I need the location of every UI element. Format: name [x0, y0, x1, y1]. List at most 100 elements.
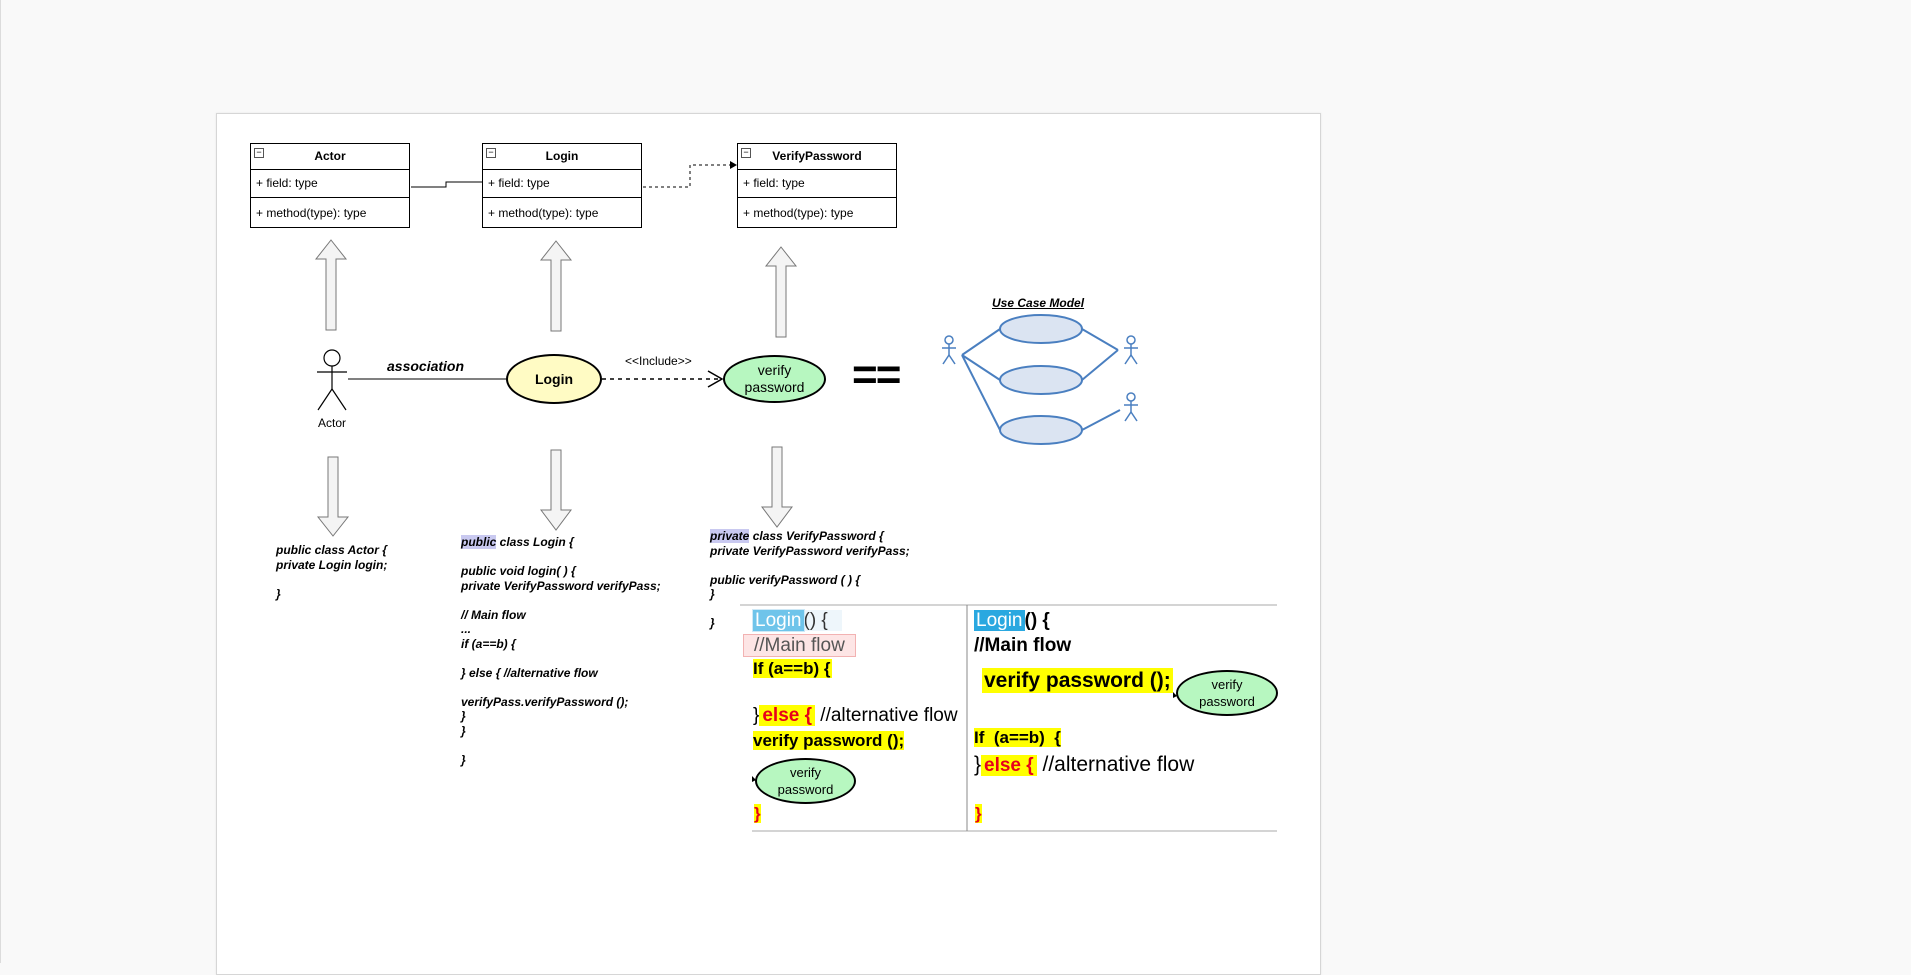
code-line: public class Actor {: [276, 543, 387, 557]
left-border: [0, 0, 1, 963]
code-line: }: [461, 723, 466, 738]
code-login: public class Login { public void login( …: [461, 535, 661, 767]
class-name: Login: [545, 149, 579, 163]
flow-right-verify-call: verify password ();: [982, 668, 1173, 693]
flow-right-else: }else { //alternative flow: [974, 753, 1194, 777]
class-name: VerifyPassword: [772, 149, 862, 163]
login-verify-dependency: [643, 164, 730, 188]
code-line: }: [710, 616, 715, 630]
else-keyword: else {: [759, 705, 816, 726]
up-arrow-verify: [764, 246, 798, 338]
use-case-model-title: Use Case Model: [992, 296, 1085, 310]
association-label: association: [387, 358, 465, 374]
flow-right-if: If (a==b) {: [974, 728, 1061, 748]
usecase-login-label: Login: [534, 370, 574, 387]
code-line: if (a==b) {: [461, 636, 516, 651]
up-arrow-actor: [314, 239, 348, 331]
login-paren: () {: [803, 610, 842, 631]
usecase-login[interactable]: Login: [506, 354, 602, 404]
up-arrow-login: [539, 240, 573, 332]
code-line: }: [461, 752, 466, 767]
ellipse-line2: password: [777, 782, 834, 797]
class-login[interactable]: − Login + field: type + method(type): typ…: [482, 143, 642, 228]
equals-sign: ==: [852, 350, 901, 399]
code-line: }: [710, 587, 715, 601]
code-line: } else { //alternative flow: [461, 665, 598, 680]
code-line: private VerifyPassword verifyPass;: [710, 543, 910, 558]
ellipse-line1: verify: [1211, 677, 1243, 692]
ellipse-line2: password: [1199, 694, 1255, 709]
keyword-private: private: [710, 529, 750, 543]
collapse-toggle-icon[interactable]: −: [486, 148, 496, 158]
include-arrowhead: [707, 370, 724, 388]
down-arrow-verify: [761, 446, 793, 528]
code-actor: public class Actor { private Login login…: [276, 543, 387, 601]
code-verifypassword: private class VerifyPassword { private V…: [710, 529, 910, 631]
collapse-toggle-icon[interactable]: −: [254, 148, 264, 158]
collapse-toggle-icon[interactable]: −: [741, 148, 751, 158]
actor-figure: [317, 349, 347, 411]
flow-left-main-flow: //Main flow: [743, 634, 856, 657]
code-line: ...: [461, 622, 472, 636]
include-label: <<Include>>: [625, 354, 692, 368]
class-field: + field: type: [251, 170, 409, 198]
alt-flow-comment: //alternative flow: [1042, 753, 1195, 776]
code-line: class VerifyPassword {: [749, 529, 884, 543]
code-line: public verifyPassword ( ) {: [710, 572, 861, 587]
main-flow-comment: //Main flow: [974, 635, 1072, 656]
login-tag: Login: [752, 609, 805, 632]
code-line: private VerifyPassword verifyPass;: [461, 578, 661, 593]
else-brace: }: [753, 705, 760, 726]
class-field: + field: type: [738, 170, 896, 198]
ucm-drawing: [961, 314, 1121, 445]
ucm-actor-right-top: [1124, 335, 1138, 365]
down-arrow-login: [540, 449, 572, 531]
flow-right-verify-ellipse[interactable]: verify password: [1176, 670, 1278, 716]
ellipse-line1: verify: [789, 765, 822, 780]
flow-left-else: }else { //alternative flow: [753, 705, 958, 727]
ucm-actor-left: [942, 335, 956, 365]
alt-flow-comment: //alternative flow: [820, 705, 958, 726]
else-keyword: else {: [981, 755, 1037, 776]
else-brace: }: [974, 753, 982, 776]
verify-call: verify password ();: [753, 731, 905, 750]
code-line: private Login login;: [276, 557, 388, 572]
flow-right-login-line: Login() {: [974, 610, 1050, 632]
ucm-actor-right-bottom: [1124, 392, 1138, 422]
login-tag: Login: [974, 610, 1025, 631]
actor-label: Actor: [318, 416, 347, 430]
code-line: }: [276, 586, 281, 601]
class-method: + method(type): type: [256, 206, 367, 220]
keyword-public: public: [461, 535, 497, 549]
flow-right-close: }: [975, 804, 982, 824]
flow-left-verify-ellipse[interactable]: verify password: [755, 758, 856, 804]
code-line: public void login( ) {: [461, 564, 576, 578]
verify-call: verify password ();: [982, 668, 1173, 693]
login-paren: () {: [1024, 610, 1050, 631]
close-brace: }: [975, 804, 982, 823]
login-verify-arrowhead: [730, 161, 737, 169]
flow-left-if: If (a==b) {: [753, 659, 833, 679]
code-line: }: [461, 709, 466, 723]
flow-left-login-line: Login() {: [752, 609, 842, 632]
class-actor[interactable]: − Actor + field: type + method(type): typ…: [250, 143, 410, 228]
main-flow-comment: //Main flow: [743, 634, 856, 657]
flow-right-main-flow: //Main flow: [974, 635, 1071, 657]
class-field: + field: type: [483, 170, 641, 198]
class-verifypassword[interactable]: − VerifyPassword + field: type + method(t…: [737, 143, 897, 228]
code-line: // Main flow: [461, 607, 526, 622]
class-name: Actor: [314, 149, 346, 163]
usecase-verify-line1: verify: [757, 362, 792, 378]
if-statement: If (a==b) {: [974, 728, 1061, 747]
flow-left-verify-call: verify password ();: [753, 731, 905, 751]
usecase-verify-line2: password: [744, 379, 805, 395]
code-line: class Login {: [496, 535, 574, 549]
actor-login-connector: [411, 181, 483, 188]
flow-left-close: }: [754, 804, 761, 824]
class-method: + method(type): type: [743, 206, 854, 220]
if-statement: If (a==b) {: [753, 659, 833, 678]
class-method: + method(type): type: [488, 206, 599, 220]
down-arrow-actor: [316, 456, 350, 537]
usecase-verify-password[interactable]: verify password: [723, 355, 826, 403]
